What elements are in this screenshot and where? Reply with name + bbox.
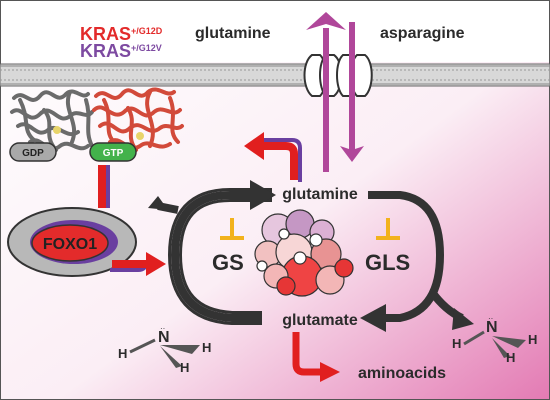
ammonia-left: N ·· H H H — [118, 324, 211, 375]
gtp-label: GTP — [103, 148, 124, 159]
glutamine-intracellular-label: glutamine — [282, 186, 358, 203]
ammonia-left-h2: H — [202, 340, 211, 355]
aminoacids-label: aminoacids — [358, 365, 446, 382]
kras-g12v-superscript: +/G12V — [131, 43, 162, 53]
cell-membrane — [0, 63, 550, 87]
glutamate-label: glutamate — [282, 312, 358, 329]
gls-cycle-arrow — [360, 191, 474, 332]
ammonia-left-n: N — [158, 329, 170, 346]
ammonia-right-h3: H — [506, 350, 515, 365]
ammonia-right-n: N — [486, 319, 498, 336]
gdp-label: GDP — [22, 148, 44, 159]
ammonia-left-lone-pair: ·· — [160, 324, 165, 333]
foxo1-node: FOXO1 — [7, 207, 137, 277]
kras-g12d-base: KRAS — [80, 24, 131, 44]
kras-g12d-label: KRAS+/G12D — [80, 24, 163, 44]
enzyme-cluster — [254, 209, 354, 297]
gdp-badge: GDP — [9, 142, 57, 162]
aminoacids-arrow — [292, 332, 340, 382]
ammonia-left-h3: H — [180, 360, 189, 375]
foxo1-label: FOXO1 — [43, 236, 97, 253]
nucleotide-marker-right — [136, 132, 144, 140]
ammonia-right: N ·· H H H — [452, 314, 537, 365]
glutamine-export-arrow — [306, 12, 346, 172]
kras-structure-gtp — [92, 87, 184, 152]
extracellular-space — [0, 0, 550, 62]
gs-inhibitor — [220, 218, 244, 240]
gls-label: GLS — [365, 250, 410, 275]
kras-foxo1-arrow — [98, 165, 110, 208]
asparagine-label: asparagine — [380, 25, 465, 42]
gls-inhibitor — [376, 218, 400, 240]
asparagine-import-arrow — [340, 22, 364, 162]
ammonia-right-h2: H — [528, 332, 537, 347]
gtp-badge: GTP — [89, 142, 137, 162]
foxo1-cycle-arrow — [110, 252, 166, 276]
glutamine-upregulation-arrow — [244, 132, 302, 182]
kras-g12v-base: KRAS — [80, 41, 131, 61]
gs-label: GS — [212, 250, 244, 275]
ammonia-left-h1: H — [118, 346, 127, 361]
glutamine-extracellular-label: glutamine — [195, 25, 271, 42]
ammonia-right-h1: H — [452, 336, 461, 351]
gs-cycle-arrow — [148, 180, 276, 325]
nucleotide-marker-left — [53, 126, 61, 134]
kras-g12v-label: KRAS+/G12V — [80, 41, 162, 61]
kras-g12d-superscript: +/G12D — [131, 26, 163, 36]
ammonia-right-lone-pair: ·· — [488, 314, 493, 323]
